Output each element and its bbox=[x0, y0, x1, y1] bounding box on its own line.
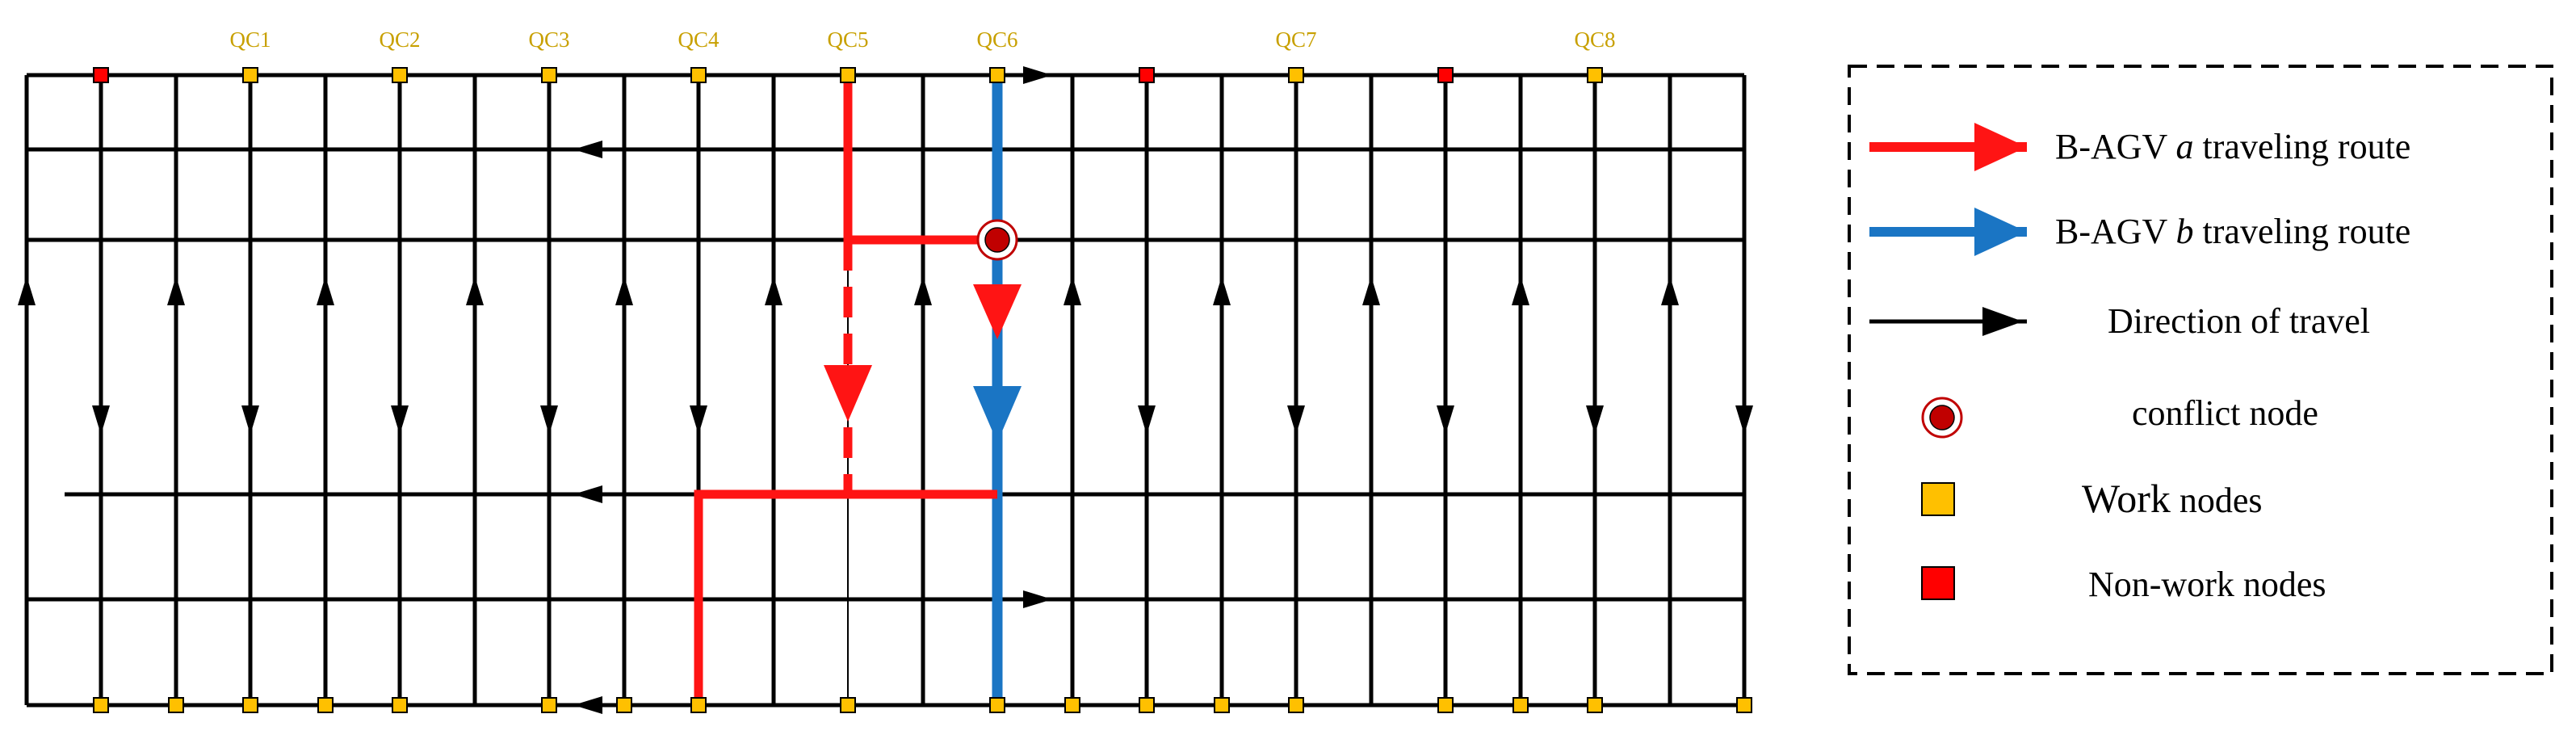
legend-label-route-a: B-AGV a traveling route bbox=[2055, 127, 2410, 166]
work-node bbox=[989, 67, 1005, 83]
work-node bbox=[317, 697, 334, 713]
qc-label: QC8 bbox=[1574, 27, 1615, 52]
route-b-arrowhead bbox=[973, 386, 1022, 443]
legend-label-nonwork-nodes: Non-work nodes bbox=[2088, 565, 2326, 604]
legend-item-work-nodes: Work nodes bbox=[1921, 476, 2263, 521]
lane-grid bbox=[24, 73, 1747, 708]
work-node bbox=[616, 697, 632, 713]
work-node bbox=[541, 67, 557, 83]
work-node bbox=[392, 697, 408, 713]
legend-label-conflict: conflict node bbox=[2132, 393, 2318, 433]
work-node bbox=[1288, 67, 1304, 83]
nonwork-node bbox=[93, 67, 109, 83]
direction-arrow-up bbox=[1362, 276, 1380, 305]
legend: B-AGV a traveling route B-AGV b travelin… bbox=[1848, 65, 2553, 675]
direction-arrow-up bbox=[18, 276, 36, 305]
work-node bbox=[242, 697, 258, 713]
work-node bbox=[1736, 697, 1752, 713]
work-node bbox=[690, 697, 707, 713]
legend-item-conflict: conflict node bbox=[1921, 393, 2318, 439]
direction-arrow-up bbox=[1512, 276, 1529, 305]
legend-item-route-b: B-AGV b traveling route bbox=[1869, 208, 2410, 256]
direction-arrow-left bbox=[573, 696, 602, 714]
nonwork-node bbox=[1139, 67, 1155, 83]
qc-label: QC7 bbox=[1275, 27, 1316, 52]
qc-label: QC5 bbox=[827, 27, 868, 52]
work-node bbox=[1437, 697, 1454, 713]
direction-arrow-left bbox=[573, 485, 602, 503]
direction-arrow-up bbox=[317, 276, 334, 305]
legend-label-work-nodes: Work nodes bbox=[2082, 476, 2263, 521]
work-node bbox=[1587, 67, 1603, 83]
direction-arrow-up bbox=[1661, 276, 1679, 305]
direction-arrow-down bbox=[1138, 405, 1156, 435]
node-markers bbox=[93, 67, 1752, 713]
conflict-node bbox=[984, 227, 1010, 253]
direction-arrow-right bbox=[1023, 590, 1052, 608]
work-node bbox=[168, 697, 184, 713]
quay-crane-labels: QC1 QC2 QC3 QC4 QC5 QC6 QC7 QC8 bbox=[229, 27, 1615, 52]
direction-arrow-left bbox=[573, 141, 602, 158]
nonwork-node-legend-icon bbox=[1921, 566, 1955, 600]
qc-label: QC2 bbox=[379, 27, 420, 52]
route-b-legend-arrowhead bbox=[1974, 208, 2027, 256]
agv-routes bbox=[694, 75, 1022, 705]
route-a-legend-arrowhead bbox=[1974, 123, 2027, 171]
qc-label: QC4 bbox=[678, 27, 720, 52]
work-node bbox=[392, 67, 408, 83]
legend-frame bbox=[1848, 65, 2553, 675]
direction-arrow-down bbox=[391, 405, 409, 435]
direction-arrow-up bbox=[914, 276, 932, 305]
work-node bbox=[242, 67, 258, 83]
direction-arrow-up bbox=[1213, 276, 1231, 305]
work-node-legend-icon bbox=[1921, 482, 1955, 516]
direction-legend-arrowhead bbox=[1982, 307, 2023, 336]
work-node bbox=[840, 67, 856, 83]
work-node bbox=[541, 697, 557, 713]
direction-arrow-up bbox=[615, 276, 633, 305]
direction-arrow-right bbox=[1023, 66, 1052, 84]
work-node bbox=[1587, 697, 1603, 713]
work-node bbox=[690, 67, 707, 83]
legend-item-direction: Direction of travel bbox=[1869, 301, 2370, 341]
direction-arrow-down bbox=[540, 405, 558, 435]
legend-label-route-b: B-AGV b traveling route bbox=[2055, 212, 2410, 251]
qc-label: QC3 bbox=[528, 27, 569, 52]
route-a-line bbox=[694, 489, 997, 705]
route-a-arrowhead bbox=[973, 284, 1022, 339]
work-node bbox=[93, 697, 109, 713]
direction-arrow-down bbox=[1437, 405, 1454, 435]
work-node bbox=[1214, 697, 1230, 713]
work-node bbox=[1512, 697, 1529, 713]
legend-item-route-a: B-AGV a traveling route bbox=[1869, 123, 2410, 171]
work-node bbox=[1064, 697, 1080, 713]
nonwork-node bbox=[1437, 67, 1454, 83]
direction-arrows bbox=[18, 66, 1753, 714]
qc-label: QC1 bbox=[229, 27, 271, 52]
direction-arrow-up bbox=[765, 276, 782, 305]
direction-arrow-down bbox=[1586, 405, 1604, 435]
direction-arrow-up bbox=[1064, 276, 1081, 305]
legend-item-nonwork-nodes: Non-work nodes bbox=[1921, 565, 2326, 604]
work-node bbox=[1288, 697, 1304, 713]
legend-label-direction: Direction of travel bbox=[2108, 301, 2370, 341]
route-a-arrowhead bbox=[824, 365, 872, 422]
work-node bbox=[989, 697, 1005, 713]
work-node bbox=[840, 697, 856, 713]
direction-arrow-down bbox=[690, 405, 707, 435]
direction-arrow-down bbox=[241, 405, 259, 435]
direction-arrow-down bbox=[92, 405, 110, 435]
direction-arrow-down bbox=[1287, 405, 1305, 435]
qc-label: QC6 bbox=[976, 27, 1017, 52]
direction-arrow-down bbox=[1735, 405, 1753, 435]
direction-arrow-up bbox=[466, 276, 484, 305]
work-node bbox=[1139, 697, 1155, 713]
direction-arrow-up bbox=[167, 276, 185, 305]
conflict-node-legend-core bbox=[1929, 405, 1955, 430]
